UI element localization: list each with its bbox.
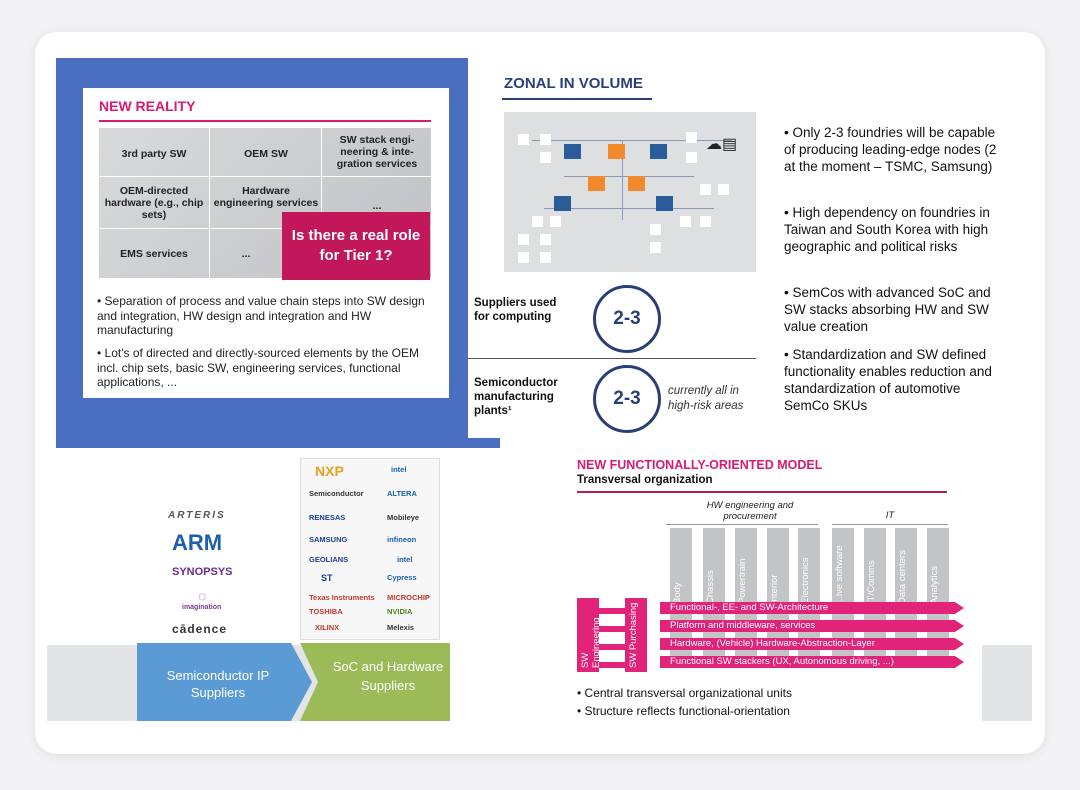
- tier1-callout: Is there a real role for Tier 1?: [282, 212, 430, 280]
- new-reality-title: NEW REALITY: [99, 98, 196, 114]
- zonal-architecture-diagram: ☁▤: [504, 112, 756, 272]
- geolians-logo: GEOLIANS: [309, 555, 349, 564]
- cell-sw-stack-services: SW stack engi-neering & inte-gration ser…: [336, 134, 418, 170]
- zonal-underline: [502, 98, 652, 100]
- melexis-logo: Melexis: [387, 623, 415, 632]
- zonal-bullet-4: • Standardization and SW defined functio…: [784, 347, 992, 413]
- toshiba-logo: TOSHIBA: [309, 607, 343, 616]
- st-logo: ST: [321, 573, 333, 583]
- ip-suppliers-label: Semiconductor IP Suppliers: [166, 668, 270, 700]
- bar-platform-middleware: Platform and middleware, services: [660, 620, 964, 632]
- nxp-logo: NXP: [315, 463, 344, 479]
- infineon-logo: infineon: [387, 535, 417, 544]
- intel-logo-1: intel: [391, 465, 407, 474]
- synopsys-logo: SYNOPSYS: [172, 566, 233, 578]
- functional-model-subtitle: Transversal organization: [577, 474, 713, 486]
- cell-oem-directed-hw: OEM-directed hardware (e.g., chip sets): [104, 185, 204, 221]
- zonal-bullet-2: • High dependency on foundries in Taiwan…: [784, 205, 990, 254]
- altera-logo: ALTERA: [387, 489, 417, 498]
- functional-bullet-2: • Structure reflects functional-orientat…: [577, 704, 790, 718]
- cloud-server-icon: ☁▤: [706, 136, 738, 153]
- samsung-logo: SAMSUNG: [309, 535, 348, 544]
- zonal-panel: ZONAL IN VOLUME ☁▤ Suppliers used for co…: [468, 58, 1019, 438]
- intel-logo-2: intel: [397, 555, 413, 564]
- sw-connector: [599, 600, 625, 670]
- microchip-logo: MICROCHIP: [387, 593, 430, 602]
- ti-logo: Texas Instruments: [309, 593, 375, 602]
- right-gray-band: [982, 645, 1032, 721]
- mobileye-logo: Mobileye: [387, 513, 420, 522]
- functional-bullet-1: • Central transversal organizational uni…: [577, 686, 792, 700]
- new-reality-panel: NEW REALITY 3rd party SW OEM SW SW stack…: [83, 88, 449, 398]
- on-semi-logo: Semiconductor: [309, 489, 364, 498]
- row-separator: [468, 358, 756, 359]
- group1-rule: [666, 524, 818, 525]
- functional-model-underline: [577, 491, 947, 493]
- semiconductor-plants-value: 2-3: [593, 365, 661, 433]
- renesas-logo: RENESAS: [309, 513, 346, 522]
- semiconductor-ip-suppliers-arrow: Semiconductor IP Suppliers: [137, 643, 312, 721]
- high-risk-note: currently all in high-risk areas: [668, 385, 744, 412]
- cell-oem-sw: OEM SW: [244, 148, 288, 160]
- semiconductor-plants-label: Semiconductor manufacturing plants¹: [474, 377, 558, 417]
- group-hw-engineering: HW engineering and procurement: [706, 500, 794, 522]
- cell-3rd-party-sw: 3rd party SW: [121, 148, 187, 160]
- bar-architecture: Functional-, EE- and SW-Architecture: [660, 602, 964, 614]
- imagination-icon: ◌: [198, 588, 207, 604]
- zonal-bullet-1: • Only 2-3 foundries will be capable of …: [784, 125, 997, 174]
- cadence-logo: cādence: [172, 622, 228, 636]
- zonal-bullet-3: • SemCos with advanced SoC and SW stacks…: [784, 285, 991, 334]
- functional-model-title: NEW FUNCTIONALLY-ORIENTED MODEL: [577, 458, 823, 472]
- imagination-logo: imagination: [182, 604, 222, 611]
- suppliers-computing-label: Suppliers used for computing: [474, 297, 557, 323]
- title-underline: [99, 120, 431, 122]
- group-it: IT: [885, 510, 895, 521]
- soc-suppliers-label: SoC and Hardware Suppliers: [332, 659, 444, 693]
- cell-ellipsis-2: ...: [241, 248, 251, 260]
- cell-ellipsis-1: ...: [372, 200, 382, 212]
- group2-rule: [832, 524, 948, 525]
- arteris-logo: ARTERIS: [168, 510, 226, 521]
- bar-hardware-abstraction: Hardware, (Vehicle) Hardware-Abstraction…: [660, 638, 964, 650]
- zonal-title: ZONAL IN VOLUME: [504, 75, 643, 92]
- bar-functional-sw-stackers: Functional SW stackers (UX, Autonomous d…: [660, 656, 964, 668]
- new-reality-bullet-2: • Lot's of directed and directly-sourced…: [97, 346, 419, 389]
- soc-logo-box: NXP Semiconductor RENESAS SAMSUNG GEOLIA…: [300, 458, 440, 640]
- cell-ems-services: EMS services: [120, 248, 188, 260]
- soc-hardware-suppliers-arrow: SoC and Hardware Suppliers: [300, 643, 450, 721]
- cell-hw-engineering: Hardware engineering services: [213, 185, 319, 209]
- xilinx-logo: XILINX: [315, 623, 340, 632]
- suppliers-computing-value: 2-3: [593, 285, 661, 353]
- arm-logo: ARM: [172, 530, 223, 555]
- sw-purchasing-box: SW Purchasing: [625, 598, 647, 672]
- cypress-logo: Cypress: [387, 573, 417, 582]
- sw-engineering-box: SW Engineering: [577, 598, 602, 672]
- new-reality-bullet-1: • Separation of process and value chain …: [97, 294, 425, 337]
- nvidia-logo: NVIDIA: [387, 607, 413, 616]
